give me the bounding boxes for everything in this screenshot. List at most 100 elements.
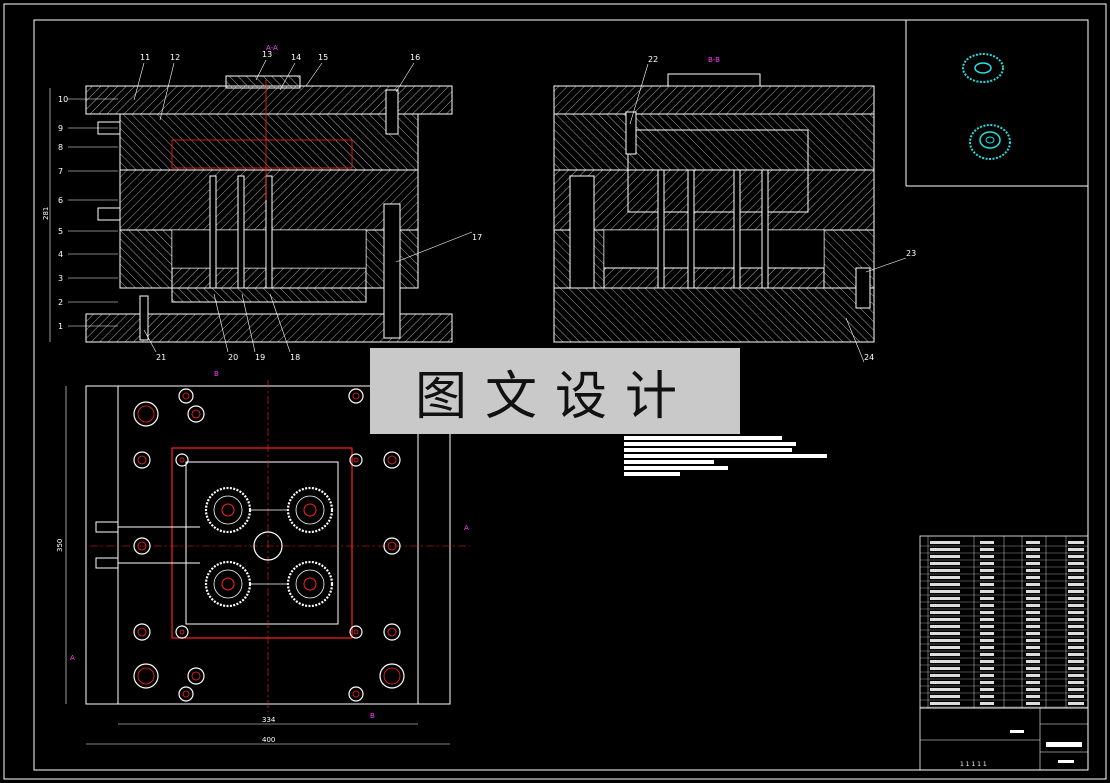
cooling-fitting-2 xyxy=(97,207,121,221)
plan-hole xyxy=(187,667,205,685)
gear-cavity-3 xyxy=(204,560,252,608)
gear-cavity-1 xyxy=(204,486,252,534)
part-label-13: 13 xyxy=(262,50,272,59)
part-label-24: 24 xyxy=(864,353,874,362)
plan-hole xyxy=(349,453,363,467)
guide-pillar-top xyxy=(385,89,399,135)
part-label-7: 7 xyxy=(58,167,63,176)
plan-hole xyxy=(175,453,189,467)
b-core-plate xyxy=(553,169,875,231)
sprue-bushing-top xyxy=(225,75,301,89)
part-label-1: 1 xyxy=(58,322,63,331)
plan-hole xyxy=(348,686,364,702)
plan-fitting-2 xyxy=(95,557,119,569)
part-label-17: 17 xyxy=(472,233,482,242)
plan-hole xyxy=(383,451,401,469)
plan-view: B B A A 334 400 350 xyxy=(56,370,470,745)
plan-hole xyxy=(133,663,159,689)
b-screw-top xyxy=(625,111,637,155)
part-preview-box xyxy=(905,20,1088,187)
ejector-pin-1 xyxy=(209,175,217,289)
b-cavity-outline xyxy=(627,129,809,213)
part-label-23: 23 xyxy=(906,249,916,258)
part-label-3: 3 xyxy=(58,274,63,283)
plan-hole xyxy=(178,686,194,702)
dim-outer-width: 400 xyxy=(262,736,275,744)
plan-section-b-bottom: B xyxy=(370,712,375,720)
dim-height: 281 xyxy=(42,207,50,220)
part-label-12: 12 xyxy=(170,53,180,62)
inner-frame xyxy=(33,19,1089,771)
view-a-title: A-A xyxy=(266,44,278,52)
part-label-10: 10 xyxy=(58,95,68,104)
guide-pillar xyxy=(383,203,401,339)
plan-hole xyxy=(349,625,363,639)
plan-inner-block xyxy=(185,461,339,625)
plan-hole xyxy=(133,623,151,641)
part-label-19: 19 xyxy=(255,353,265,362)
part-label-18: 18 xyxy=(290,353,300,362)
ejector-pin-3 xyxy=(265,175,273,289)
plan-holes xyxy=(133,388,405,702)
gear-part-3d-bottom xyxy=(969,124,1011,160)
plan-cavity-block xyxy=(171,447,353,639)
plan-hole xyxy=(133,451,151,469)
b-top-bump xyxy=(667,73,761,87)
ejector-pin-2 xyxy=(237,175,245,289)
title-block-numbers: 1 1 1 1 1 xyxy=(960,761,987,768)
b-pin-4 xyxy=(761,169,769,289)
part-label-4: 4 xyxy=(58,250,63,259)
plan-section-a-left: A xyxy=(70,654,75,662)
gear-part-3d-top xyxy=(962,53,1004,83)
b-top-plate xyxy=(553,85,875,115)
sprue-circle xyxy=(253,531,283,561)
support-block-left xyxy=(119,229,173,289)
b-gap xyxy=(603,229,825,269)
part-label-5: 5 xyxy=(58,227,63,236)
b-ejector-plate xyxy=(603,267,825,289)
cavity-insert xyxy=(171,139,353,169)
watermark-text: 图文设计 xyxy=(414,366,695,427)
b-pin-2 xyxy=(687,169,695,289)
b-screw-right xyxy=(855,267,871,309)
part-label-2: 2 xyxy=(58,298,63,307)
plan-hole xyxy=(178,388,194,404)
part-label-14: 14 xyxy=(291,53,301,62)
cavity-plate xyxy=(119,113,419,171)
dim-depth: 350 xyxy=(56,539,64,552)
plan-hole xyxy=(133,401,159,427)
b-bottom-plate xyxy=(553,287,875,343)
part-label-8: 8 xyxy=(58,143,63,152)
b-guide-left xyxy=(569,175,595,289)
watermark-box: 图文设计 xyxy=(370,348,740,434)
parts-list-table xyxy=(919,535,1089,709)
gear-cavity-4 xyxy=(286,560,334,608)
b-cavity-plate xyxy=(553,113,875,171)
gear-cavity-2 xyxy=(286,486,334,534)
dim-inner-width: 334 xyxy=(262,716,276,724)
b-pin-3 xyxy=(733,169,741,289)
plan-fitting-1 xyxy=(95,521,119,533)
plan-hole xyxy=(348,388,364,404)
plan-hole xyxy=(133,537,151,555)
part-label-9: 9 xyxy=(58,124,63,133)
plan-hole xyxy=(187,405,205,423)
part-label-16: 16 xyxy=(410,53,420,62)
technical-notes xyxy=(624,436,827,476)
ejector-retainer xyxy=(171,287,367,303)
b-pin-1 xyxy=(657,169,665,289)
plan-hole xyxy=(379,663,405,689)
title-block: 1 1 1 1 1 xyxy=(919,707,1089,771)
part-label-6: 6 xyxy=(58,196,63,205)
plan-section-a-right: A xyxy=(464,524,469,532)
part-label-21: 21 xyxy=(156,353,166,362)
plan-section-b-top: B xyxy=(214,370,219,378)
outer-frame xyxy=(3,3,1107,780)
part-label-11: 11 xyxy=(140,53,150,62)
view-b-title: B-B xyxy=(708,56,720,64)
